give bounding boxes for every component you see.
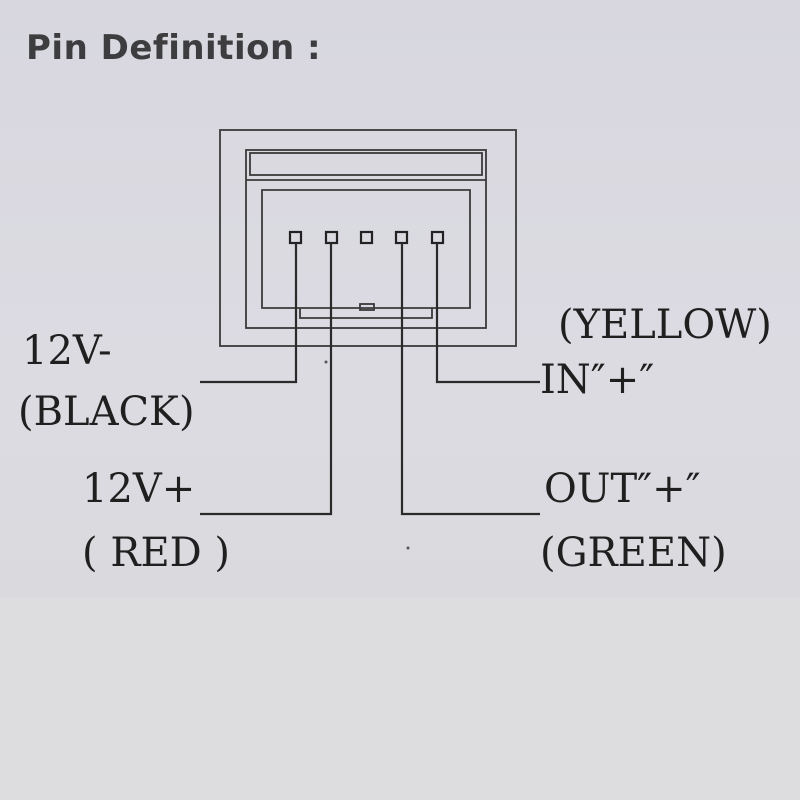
pin-1 [288, 230, 303, 245]
connector-body [261, 189, 471, 309]
connector-outer-frame [219, 129, 517, 347]
wire-black [200, 243, 298, 384]
speck [406, 546, 410, 550]
connector-top-latch [249, 152, 483, 176]
connector-key-tab [359, 303, 375, 311]
label-out-plus: OUT″+″ [544, 466, 701, 512]
connector-key-notch [299, 308, 433, 319]
diagram-paper [0, 0, 800, 600]
wire-green [400, 243, 540, 516]
label-red: ( RED ) [82, 530, 230, 576]
pin-5 [430, 230, 445, 245]
pin-contacts [288, 230, 445, 245]
pin-3 [359, 230, 374, 245]
label-black: (BLACK) [18, 389, 195, 435]
pin-2 [324, 230, 339, 245]
blank-area [0, 598, 800, 800]
connector-inner-frame [245, 149, 487, 329]
label-12v-minus: 12V- [22, 328, 112, 374]
speck [324, 360, 328, 364]
label-12v-plus: 12V+ [82, 466, 195, 512]
label-green: (GREEN) [540, 530, 727, 576]
label-yellow: (YELLOW) [558, 302, 772, 348]
page-title: Pin Definition : [26, 28, 322, 68]
label-in-plus: IN″+″ [540, 357, 654, 403]
pin-4 [394, 230, 409, 245]
wire-red [200, 243, 333, 516]
wire-yellow [435, 243, 540, 384]
